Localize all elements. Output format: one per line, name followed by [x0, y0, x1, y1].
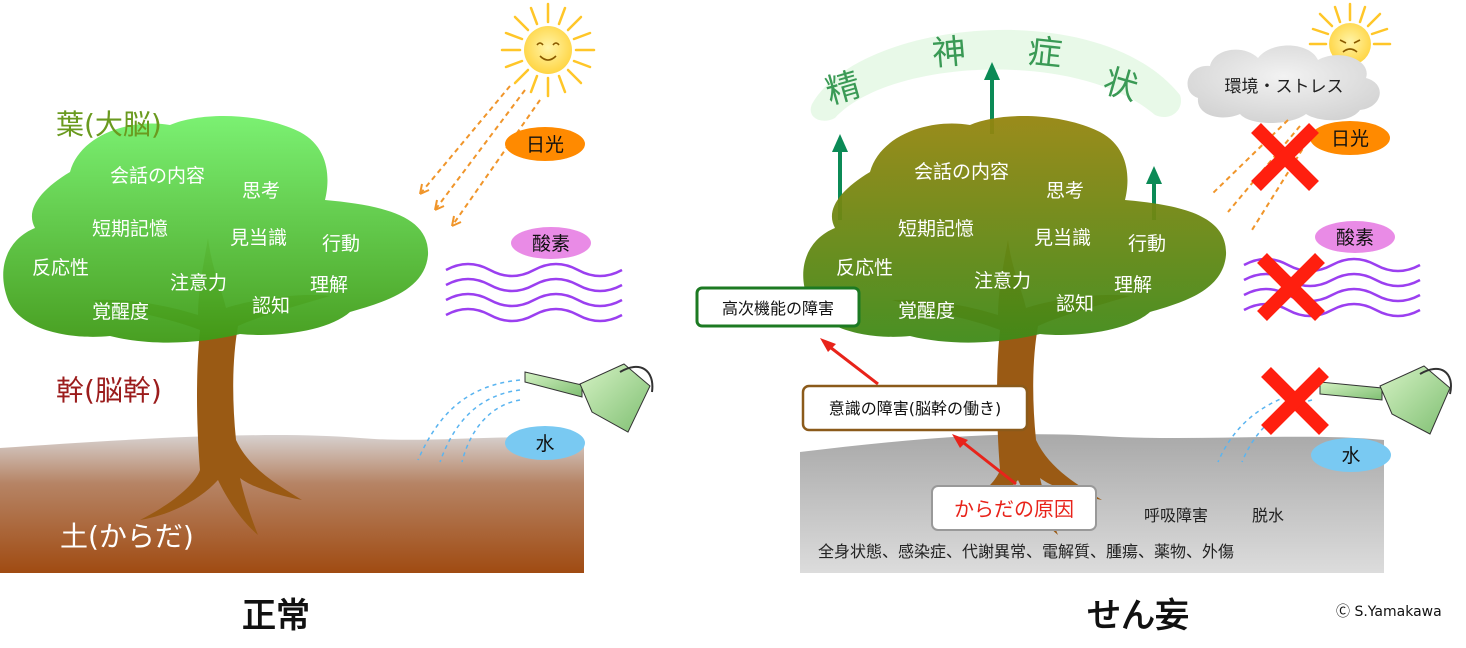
normal-panel: 会話の内容 思考 短期記憶 見当識 行動 反応性 注意力 理解 覚醒度 認知 葉… — [0, 2, 654, 636]
dehydration-label: 脱水 — [1252, 506, 1284, 525]
higher-function-box: 高次機能の障害 — [695, 286, 861, 328]
svg-text:神: 神 — [930, 32, 967, 75]
fn-orientation: 見当識 — [230, 227, 287, 249]
svg-text:酸素: 酸素 — [1336, 227, 1374, 249]
fn-thinking: 思考 — [242, 180, 280, 202]
delirium-caption: せん妄 — [1087, 596, 1189, 636]
svg-text:意識の障害(脳幹の働き): 意識の障害(脳幹の働き) — [829, 399, 1002, 418]
svg-text:環境・ストレス: 環境・ストレス — [1225, 77, 1344, 97]
normal-caption: 正常 — [242, 596, 310, 636]
fn-short-memory: 短期記憶 — [92, 218, 168, 240]
svg-text:水: 水 — [535, 433, 554, 455]
delirium-panel: 精 神 症 状 会話の内容 思考 短期記憶 見当識 行動 反応性 注意力 理解 … — [695, 2, 1452, 636]
delirium-function-labels: 会話の内容 思考 短期記憶 見当識 行動 反応性 注意力 理解 覚醒度 認知 — [836, 161, 1166, 322]
fn-orientation: 見当識 — [1034, 227, 1091, 249]
fn-arousal: 覚醒度 — [92, 301, 149, 323]
delirium-sunlight-badge: 日光 — [1310, 121, 1390, 155]
normal-water-badge: 水 — [505, 426, 585, 460]
delirium-oxygen-badge: 酸素 — [1315, 221, 1395, 253]
fn-attention: 注意力 — [170, 272, 227, 294]
delirium-water-badge: 水 — [1311, 438, 1391, 472]
normal-water-drops — [417, 379, 521, 463]
fn-behavior: 行動 — [1128, 233, 1166, 255]
normal-oxygen-waves — [445, 262, 623, 323]
fn-reactivity: 反応性 — [836, 257, 893, 279]
normal-oxygen-badge: 酸素 — [511, 227, 591, 259]
body-cause-box: からだの原因 — [931, 485, 1097, 531]
fn-short-memory: 短期記憶 — [898, 218, 974, 240]
consciousness-box: 意識の障害(脳幹の働き) — [801, 384, 1029, 432]
fn-reactivity: 反応性 — [32, 257, 89, 279]
fn-understanding: 理解 — [1114, 274, 1152, 296]
fn-cognition: 認知 — [252, 295, 290, 317]
soil-title: 土(からだ) — [60, 520, 194, 553]
fn-cognition: 認知 — [1056, 293, 1094, 315]
water-blocked-cross-icon — [1261, 367, 1329, 435]
fn-conversation: 会話の内容 — [914, 161, 1009, 183]
fn-arousal: 覚醒度 — [898, 300, 955, 322]
sunlight-blocked-cross-icon — [1251, 123, 1319, 191]
delirium-watering-can-icon — [1319, 365, 1452, 435]
svg-text:からだの原因: からだの原因 — [954, 497, 1074, 521]
normal-function-labels: 会話の内容 思考 短期記憶 見当識 行動 反応性 注意力 理解 覚醒度 認知 — [32, 165, 360, 323]
normal-sunlight-badge: 日光 — [505, 127, 585, 161]
normal-leaf-canopy — [3, 115, 429, 343]
fn-conversation: 会話の内容 — [110, 165, 205, 187]
fn-behavior: 行動 — [322, 233, 360, 255]
causes-list: 全身状態、感染症、代謝異常、電解質、腫瘍、薬物、外傷 — [818, 542, 1234, 561]
normal-watering-can-icon — [524, 363, 654, 433]
fn-attention: 注意力 — [974, 270, 1031, 292]
trunk-title: 幹(脳幹) — [56, 374, 162, 407]
cause-arrows — [820, 338, 1017, 486]
symptoms-band — [810, 29, 1181, 121]
svg-text:酸素: 酸素 — [532, 233, 570, 255]
delirium-sun-icon — [1308, 2, 1392, 65]
svg-text:水: 水 — [1341, 445, 1360, 467]
oxygen-blocked-cross-icon — [1257, 253, 1325, 321]
svg-text:日光: 日光 — [1331, 128, 1369, 150]
stress-cloud: 環境・ストレス — [1187, 45, 1380, 123]
copyright: Ⓒ S.Yamakawa — [1336, 604, 1442, 620]
svg-text:高次機能の障害: 高次機能の障害 — [722, 299, 834, 318]
normal-sun-icon — [500, 2, 596, 98]
normal-soil — [0, 435, 584, 573]
delirium-leaf-canopy — [803, 115, 1227, 343]
fn-understanding: 理解 — [310, 274, 348, 296]
breathing-label: 呼吸障害 — [1144, 506, 1208, 525]
fn-thinking: 思考 — [1046, 180, 1084, 202]
svg-text:日光: 日光 — [526, 134, 564, 156]
leaf-title: 葉(大脳) — [56, 108, 162, 141]
normal-sunlight-rays — [419, 85, 541, 227]
svg-text:症: 症 — [1026, 31, 1064, 74]
